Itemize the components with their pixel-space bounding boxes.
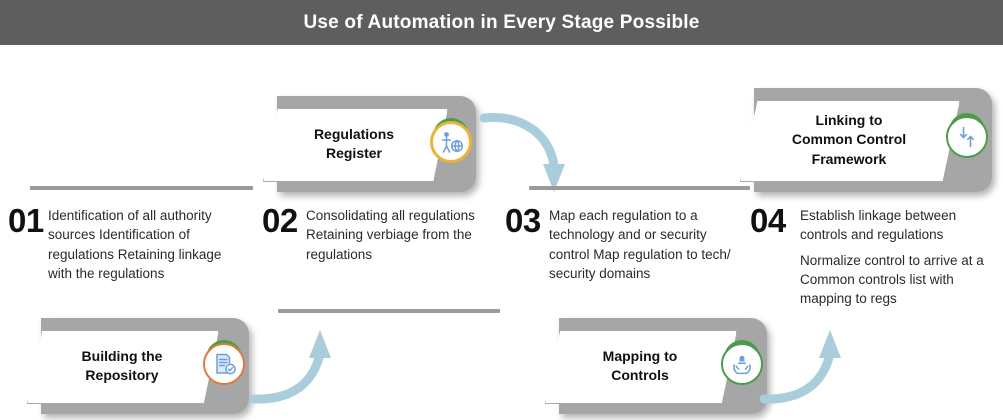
- card-mapping-to-controls[interactable]: Mapping to Controls: [545, 318, 767, 414]
- step-rule: [529, 186, 750, 190]
- step-number: 02: [262, 202, 298, 239]
- card-panel: [263, 108, 448, 182]
- card-panel: [545, 330, 737, 404]
- arrow-mapping-to-linking: [756, 316, 861, 416]
- step-description: Consolidating all regulations Retaining …: [306, 206, 496, 264]
- person-globe-icon: [430, 118, 472, 163]
- card-label: Regulations Register: [313, 125, 395, 161]
- document-check-icon: [203, 340, 245, 385]
- card-label: Building the Repository: [81, 347, 163, 383]
- step-description-line: Identification of all authority sources …: [48, 208, 222, 281]
- badge-ring: [430, 121, 472, 163]
- step-description-line: Map each regulation to a technology and …: [549, 208, 731, 281]
- card-label: Mapping to Controls: [602, 347, 678, 383]
- step-description-line: Consolidating all regulations Retaining …: [306, 208, 475, 262]
- step-description: Establish linkage between controls and r…: [800, 206, 1000, 308]
- step-description: Map each regulation to a technology and …: [549, 206, 749, 283]
- up-down-arrows-icon: [946, 113, 988, 158]
- step-description-line: Normalize control to arrive at a Common …: [800, 252, 984, 307]
- step-number: 04: [750, 202, 786, 239]
- step-description-line: Establish linkage between controls and r…: [800, 208, 957, 243]
- step-description: Identification of all authority sources …: [48, 206, 248, 283]
- slide-title-bar: Use of Automation in Every Stage Possibl…: [0, 0, 1003, 45]
- badge-ring: [203, 343, 245, 385]
- card-label: Linking to Common Control Framework: [791, 112, 907, 167]
- badge-ring: [946, 116, 988, 158]
- step-rule-bottom-left: [256, 309, 501, 314]
- card-building-the-repository[interactable]: Building the Repository: [27, 318, 249, 414]
- arrow-register-to-mapping: [478, 100, 583, 200]
- step-rule: [30, 186, 253, 190]
- card-regulations-register[interactable]: Regulations Register: [263, 96, 476, 192]
- arrow-repository-to-register: [246, 316, 351, 416]
- step-number: 03: [505, 202, 541, 239]
- step-number: 01: [8, 202, 44, 239]
- page-title: Use of Automation in Every Stage Possibl…: [303, 11, 700, 33]
- badge-ring: [721, 343, 763, 385]
- hands-person-icon: [721, 340, 763, 385]
- step-rule: [278, 309, 500, 313]
- card-linking-to-common-control-framework[interactable]: Linking to Common Control Framework: [740, 88, 992, 192]
- card-panel: [27, 330, 219, 404]
